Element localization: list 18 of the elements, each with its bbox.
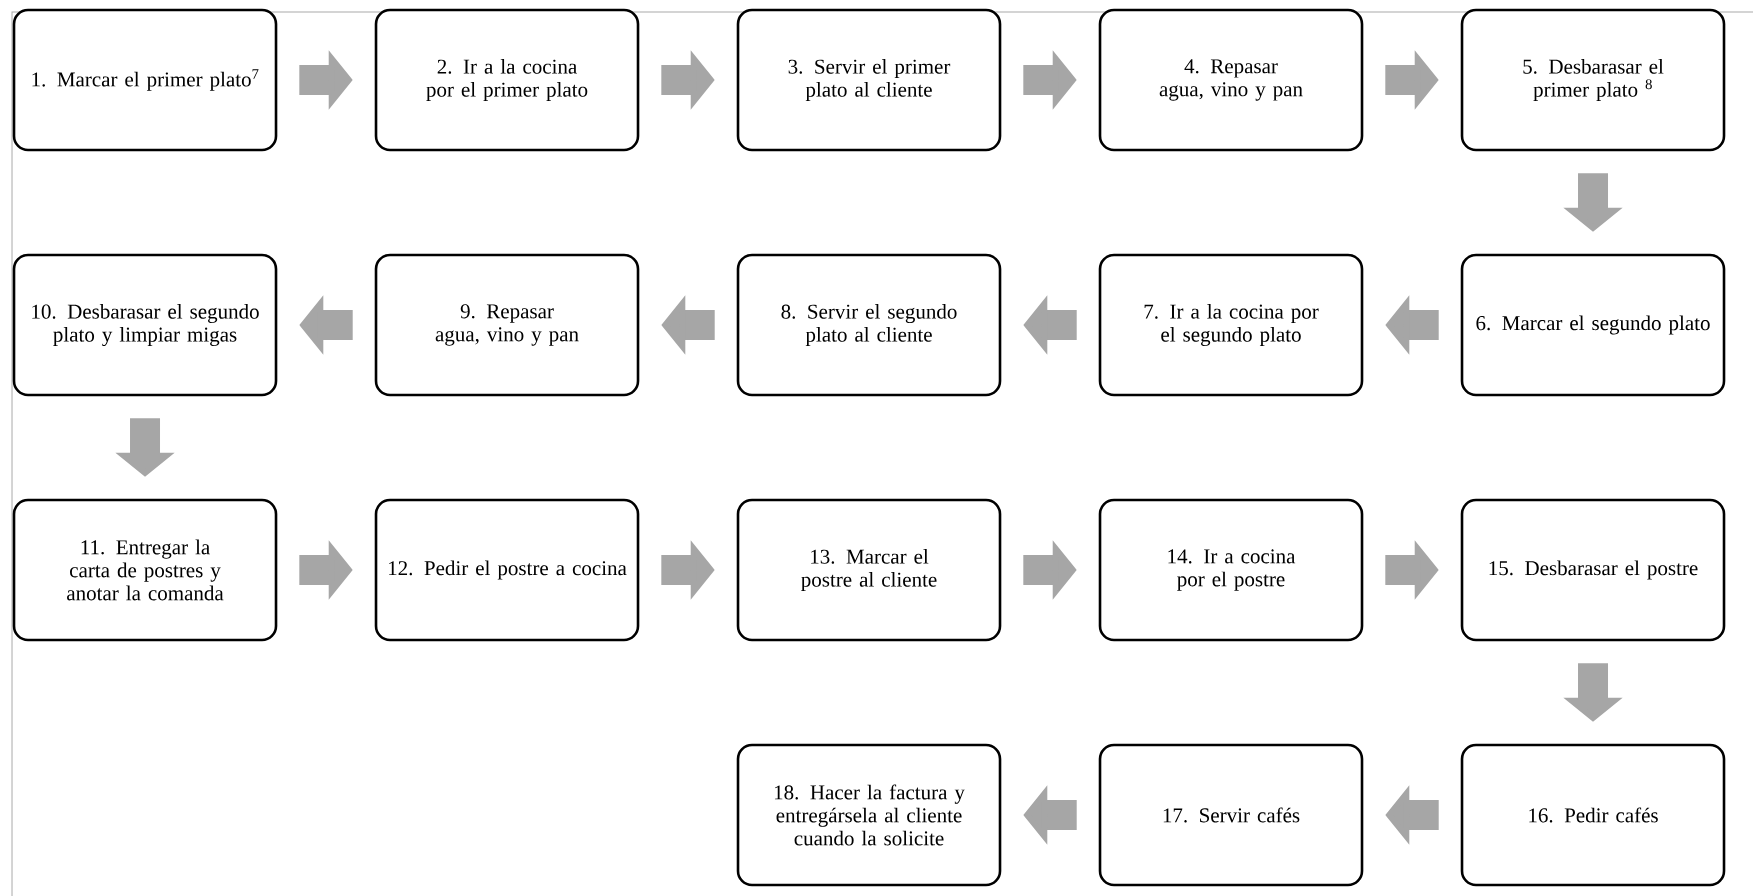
process-box: 12. Pedir el postre a cocina — [374, 498, 640, 642]
process-box: 1. Marcar el primer plato$^{7}$ — [12, 8, 278, 152]
process-box: 10. Desbarasar el segundo plato y limpiar migas — [12, 253, 278, 397]
process-box: 17. Servir cafés — [1098, 743, 1364, 887]
process-box: 6. Marcar el segundo plato — [1460, 253, 1726, 397]
process-box: 8. Servir el segundo plato al cliente — [736, 253, 1002, 397]
process-box: 5. Desbarasar el primer plato $^{8}$ — [1460, 8, 1726, 152]
process-box: 14. Ir a cocina por el postre — [1098, 498, 1364, 642]
process-box: 11. Entregar la carta de postres y anotar la comanda — [12, 498, 278, 642]
process-box: 16. Pedir cafés — [1460, 743, 1726, 887]
process-box: 3. Servir el primer plato al cliente — [736, 8, 1002, 152]
process-box: 7. Ir a la cocina por el segundo plato — [1098, 253, 1364, 397]
process-box: 9. Repasar agua, vino y pan — [374, 253, 640, 397]
process-box: 18. Hacer la factura y entregársela al cliente cuando la solicite — [736, 743, 1002, 887]
process-box: 13. Marcar el postre al cliente — [736, 498, 1002, 642]
process-box: 4. Repasar agua, vino y pan — [1098, 8, 1364, 152]
process-box: 2. Ir a la cocina por el primer plato — [374, 8, 640, 152]
process-box: 15. Desbarasar el postre — [1460, 498, 1726, 642]
